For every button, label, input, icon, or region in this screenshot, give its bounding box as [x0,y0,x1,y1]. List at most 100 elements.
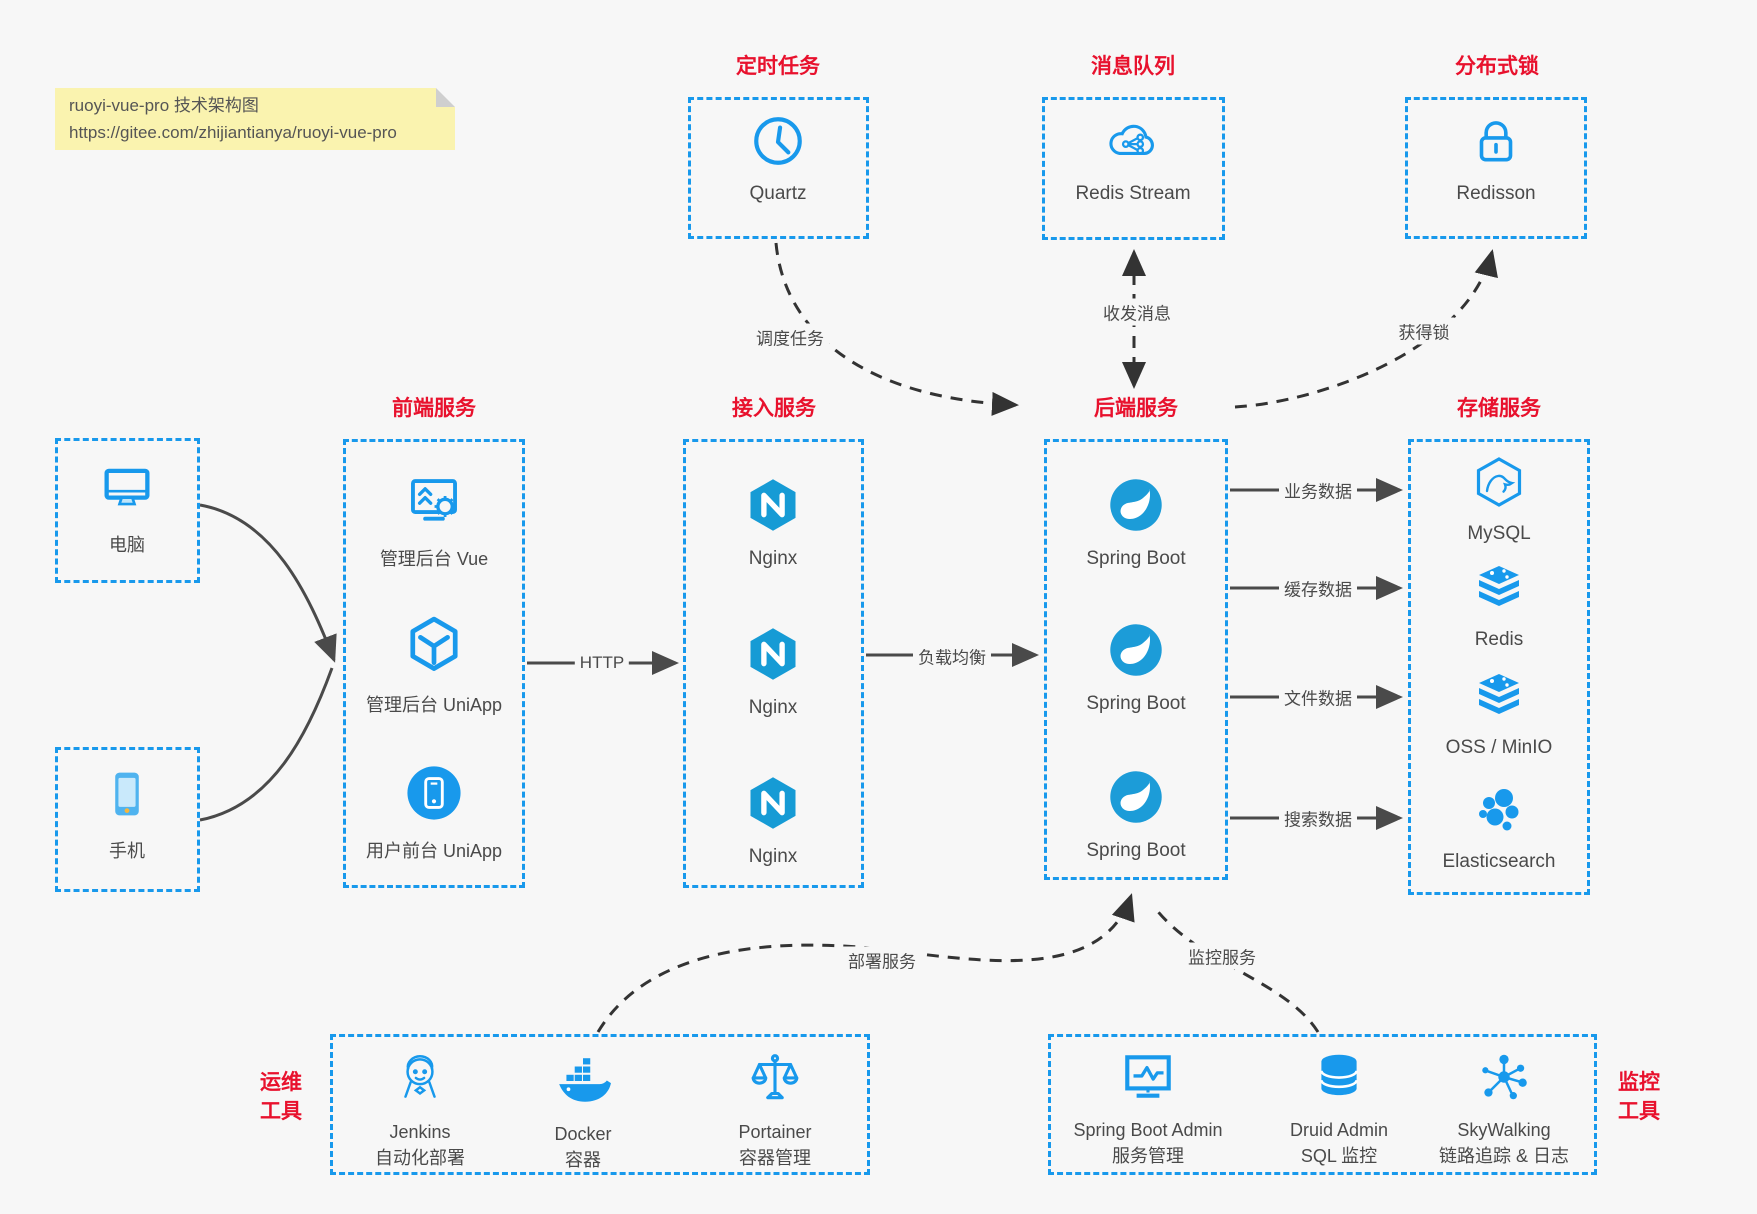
edge-label-load-balance: 负载均衡 [913,642,991,670]
node-label: 管理后台 Vue [379,549,489,569]
node-label: Nginx [748,846,798,867]
node-docker: Docker 容器 [488,1052,678,1173]
group-title-mq: 消息队列 [1091,55,1175,78]
node-label: Spring Boot [1086,548,1186,569]
node-label: Redis Stream [1075,183,1191,204]
node-redis: Redis [1404,560,1594,651]
node-desc: 服务管理 [1112,1146,1184,1166]
nginx-icon [743,773,803,833]
node-admin-vue: 管理后台 Vue [339,470,529,571]
mq-group-box [1042,97,1225,240]
monitor-pulse-icon [1119,1048,1177,1106]
cube-icon [401,612,467,678]
database-icon [1310,1048,1368,1106]
mobile-app-circle-icon [403,762,465,824]
spring-boot-icon [1106,620,1166,680]
edge-label-schedule: 调度任务 [751,323,829,351]
nginx-icon [743,475,803,535]
node-label: Redis [1474,629,1524,650]
node-label: Nginx [748,548,798,569]
node-desc: 容器管理 [739,1148,811,1168]
node-admin-uniapp: 管理后台 UniApp [339,612,529,717]
lock-icon [1467,112,1525,170]
network-graph-icon [1475,1048,1533,1106]
node-name: SkyWalking [1457,1120,1551,1140]
node-label: Druid Admin SQL 监控 [1244,1117,1434,1169]
devops-group-box [330,1034,870,1175]
scheduled-group-box [688,97,869,239]
node-label: OSS / MinIO [1445,737,1553,758]
spring-boot-icon [1106,475,1166,535]
node-computer: 电脑 [32,458,222,557]
group-title-devops: 运维 工具 [260,1071,302,1123]
node-desc: 自动化部署 [375,1148,465,1168]
smartphone-icon [97,764,157,824]
node-label: Spring Boot Admin 服务管理 [1053,1117,1243,1169]
node-name: Spring Boot Admin [1073,1120,1223,1140]
admin-screen-gear-icon [403,470,465,532]
edge-label-messages: 收发消息 [1098,298,1176,326]
nginx-icon [743,624,803,684]
phone-box [55,747,200,892]
elasticsearch-icon [1471,782,1527,838]
node-name: Portainer [738,1122,812,1142]
node-label: MySQL [1467,523,1531,544]
node-label: Nginx [748,697,798,718]
node-label: 用户前台 UniApp [365,841,503,861]
node-oss-minio: OSS / MinIO [1404,668,1594,759]
node-label: 手机 [109,841,145,861]
node-label: 电脑 [109,535,145,555]
node-label: Quartz [749,183,807,204]
group-title-monitor: 监控 工具 [1618,1071,1660,1123]
storage-group-box [1408,439,1590,895]
node-skywalking: SkyWalking 链路追踪 & 日志 [1409,1048,1599,1169]
node-name: Jenkins [389,1122,451,1142]
edge-label-search-data: 搜索数据 [1279,804,1357,832]
node-desc: SQL 监控 [1300,1146,1378,1166]
redis-stack-icon [1471,560,1527,616]
edge-label-deploy: 部署服务 [843,946,921,974]
note-title: ruoyi-vue-pro 技术架构图 [69,96,259,115]
lock-group-box [1405,97,1587,239]
node-jenkins: Jenkins 自动化部署 [325,1050,515,1171]
edge-label-monitoring: 监控服务 [1183,942,1261,970]
node-name: Docker [554,1124,612,1144]
frontend-group-box [343,439,525,888]
node-label: Redisson [1456,183,1536,204]
scales-icon [746,1050,804,1108]
group-title-lock: 分布式锁 [1455,55,1539,78]
node-label: Jenkins 自动化部署 [325,1119,515,1171]
edge-label-cache-data: 缓存数据 [1279,574,1357,602]
node-springboot-1: Spring Boot [1041,475,1231,570]
group-title-scheduled: 定时任务 [736,55,820,78]
node-label: Docker 容器 [488,1121,678,1173]
node-springboot-2: Spring Boot [1041,620,1231,715]
note-url: https://gitee.com/zhijiantianya/ruoyi-vu… [69,123,397,142]
cloud-message-icon [1104,112,1162,170]
edge-label-file-data: 文件数据 [1279,683,1357,711]
node-label: Spring Boot [1086,693,1186,714]
node-springboot-3: Spring Boot [1041,767,1231,862]
desktop-monitor-icon [97,458,157,518]
node-druid-admin: Druid Admin SQL 监控 [1244,1048,1434,1169]
node-label: 管理后台 UniApp [365,695,503,715]
sticky-note: ruoyi-vue-pro 技术架构图 https://gitee.com/zh… [55,88,455,150]
mysql-icon [1471,454,1527,510]
computer-box [55,438,200,583]
edge-label-acquire-lock: 获得锁 [1393,317,1455,345]
spring-boot-icon [1106,767,1166,827]
node-label: SkyWalking 链路追踪 & 日志 [1409,1117,1599,1169]
node-phone: 手机 [32,764,222,863]
clock-icon [749,112,807,170]
node-label: Elasticsearch [1442,851,1556,872]
node-desc: 链路追踪 & 日志 [1438,1146,1569,1166]
group-title-backend: 后端服务 [1094,397,1178,420]
node-portainer: Portainer 容器管理 [680,1050,870,1171]
group-title-storage: 存储服务 [1457,397,1541,420]
node-nginx-2: Nginx [678,624,868,719]
node-quartz: Quartz [683,112,873,205]
node-label: Portainer 容器管理 [680,1119,870,1171]
object-storage-stack-icon [1471,668,1527,724]
node-elasticsearch: Elasticsearch [1404,782,1594,873]
node-name: Druid Admin [1289,1120,1389,1140]
